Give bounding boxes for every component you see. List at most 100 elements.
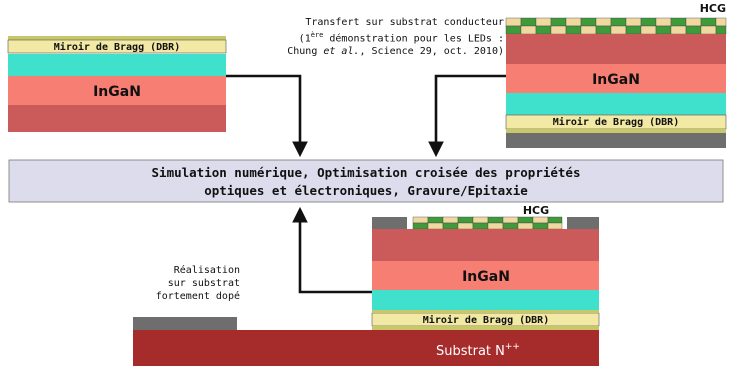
dbr-bottom-cap xyxy=(372,326,599,330)
hcg-gap xyxy=(457,222,474,230)
hcg-gap xyxy=(550,25,567,35)
realisation-note-line3: fortement dopé xyxy=(155,291,240,302)
substrat-text: Substrat N xyxy=(436,344,505,359)
hcg-gap xyxy=(715,17,727,27)
dbr-bottom-cap xyxy=(506,129,726,133)
top-left-stack: Miroir de Bragg (DBR) InGaN xyxy=(7,36,227,132)
hcg-bar xyxy=(700,17,717,27)
hcg-bar xyxy=(715,25,727,35)
hcg-bar xyxy=(565,25,582,35)
hcg-gap xyxy=(610,25,627,35)
hcg-bar xyxy=(670,17,687,27)
simulation-box: Simulation numérique, Optimisation crois… xyxy=(8,159,724,203)
hcg-gap xyxy=(685,17,702,27)
transfer-note: Transfert sur substrat conducteur (1ère … xyxy=(258,16,504,58)
transfer-note-line3: Chung et al., Science 29, oct. 2010) xyxy=(258,45,504,58)
dbr-label: Miroir de Bragg (DBR) xyxy=(553,116,679,128)
hcg-bar xyxy=(640,17,657,27)
ingan-label: InGaN xyxy=(592,72,640,88)
hcg-gap xyxy=(625,17,642,27)
arrow-left-to-simulation xyxy=(226,74,308,158)
bottom-stack: HCG InGaN Miroir de Bragg (DBR) Substrat… xyxy=(133,204,600,366)
dark-red-layer xyxy=(372,229,599,261)
top-right-stack: HCG InGaN Miroir de Bragg (DBR) xyxy=(505,2,727,148)
substrat-superscript: ++ xyxy=(505,342,520,352)
ingan-layer xyxy=(8,76,226,105)
hcg-gap xyxy=(535,17,552,27)
hcg-bar xyxy=(505,25,522,35)
hcg-gap xyxy=(595,17,612,27)
dbr-top-cap xyxy=(372,310,599,313)
metal-contact xyxy=(506,133,726,148)
ingan-layer xyxy=(506,64,726,93)
hcg-bar xyxy=(517,216,534,224)
hcg-bar xyxy=(610,17,627,27)
hcg-bar xyxy=(580,17,597,27)
hcg-gap xyxy=(502,216,519,224)
hcg-bar xyxy=(655,25,672,35)
substrat-layer xyxy=(133,330,599,366)
hcg-bar xyxy=(625,25,642,35)
hcg-grating xyxy=(505,17,727,35)
cyan-layer xyxy=(8,54,226,76)
hcg-gap xyxy=(532,216,549,224)
transfer-note-line2-b: démonstration pour les LEDs : xyxy=(323,33,504,45)
hcg-bar xyxy=(457,216,474,224)
cyan-layer xyxy=(372,290,599,310)
hcg-gap xyxy=(547,222,563,230)
hcg-bar xyxy=(520,17,537,27)
transfer-note-line2-a: (1 xyxy=(298,33,311,45)
hcg-bar xyxy=(547,216,563,224)
hcg-gap xyxy=(640,25,657,35)
transfer-note-line3-a: Chung xyxy=(287,46,324,58)
hcg-bar xyxy=(412,222,429,230)
hcg-bar xyxy=(595,25,612,35)
ingan-label: InGaN xyxy=(462,269,510,285)
hcg-gap xyxy=(655,17,672,27)
hcg-bar xyxy=(502,222,519,230)
metal-contact-left xyxy=(372,217,407,229)
hcg-gap xyxy=(487,222,504,230)
transfer-note-line3-b: , Science 29, oct. 2010) xyxy=(359,46,505,58)
simulation-line2: optiques et électroniques, Gravure/Epita… xyxy=(204,183,528,198)
cyan-layer xyxy=(506,93,726,115)
transfer-note-line3-italic: et al. xyxy=(323,46,360,58)
hcg-label: HCG xyxy=(700,2,726,15)
hcg-gap xyxy=(700,25,717,35)
hcg-gap xyxy=(565,17,582,27)
metal-contact-substrate xyxy=(133,317,237,330)
ingan-label: InGaN xyxy=(93,84,141,100)
arrow-right-to-simulation xyxy=(428,74,506,158)
dbr-label: Miroir de Bragg (DBR) xyxy=(54,41,180,53)
realisation-note-line1: Réalisation xyxy=(173,265,240,276)
hcg-gap xyxy=(670,25,687,35)
dark-red-layer xyxy=(506,34,726,64)
simulation-line1: Simulation numérique, Optimisation crois… xyxy=(152,165,581,180)
hcg-gap xyxy=(505,17,522,27)
realisation-note-line2: sur substrat xyxy=(167,278,240,289)
dbr-layer xyxy=(7,39,227,54)
transfer-note-line1: Transfert sur substrat conducteur xyxy=(305,17,504,28)
hcg-gap xyxy=(412,216,429,224)
hcg-bar xyxy=(532,222,549,230)
hcg-gap xyxy=(427,222,444,230)
dbr-label: Miroir de Bragg (DBR) xyxy=(423,314,549,326)
hcg-gap xyxy=(442,216,459,224)
realisation-note: Réalisation sur substrat fortement dopé xyxy=(150,264,240,303)
transfer-note-line2: (1ère démonstration pour les LEDs : xyxy=(258,29,504,45)
hcg-bar xyxy=(550,17,567,27)
hcg-bar xyxy=(535,25,552,35)
ingan-layer xyxy=(372,261,599,290)
arrow-bottom-to-simulation xyxy=(292,206,372,294)
hcg-label: HCG xyxy=(523,204,549,217)
hcg-gap xyxy=(580,25,597,35)
metal-contact-right xyxy=(567,217,599,229)
hcg-gap xyxy=(517,222,534,230)
transfer-note-line2-sup: ère xyxy=(310,31,324,39)
hcg-bar xyxy=(472,222,489,230)
hcg-bar xyxy=(427,216,444,224)
hcg-gap xyxy=(472,216,489,224)
dark-red-layer xyxy=(8,105,226,132)
hcg-bar xyxy=(487,216,504,224)
